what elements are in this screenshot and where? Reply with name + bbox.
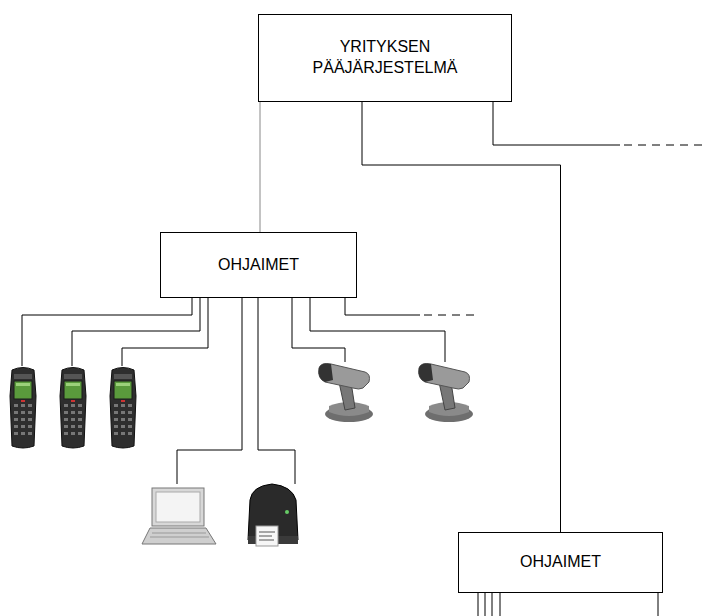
controller-box: OHJAIMET bbox=[160, 232, 357, 298]
handheld-terminal bbox=[10, 368, 36, 449]
connector-line bbox=[362, 102, 561, 532]
handheld-terminal bbox=[60, 368, 86, 449]
label-printer bbox=[248, 484, 298, 546]
main-system-box: YRITYKSEN PÄÄJÄRJESTELMÄ bbox=[258, 14, 512, 102]
barcode-scanner bbox=[419, 364, 473, 423]
device-wires bbox=[22, 298, 658, 616]
box-label: YRITYKSEN PÄÄJÄRJESTELMÄ bbox=[310, 37, 460, 79]
barcode-scanner bbox=[319, 364, 373, 423]
handheld-terminal bbox=[110, 368, 136, 449]
connector-line bbox=[260, 102, 261, 232]
controller-box: OHJAIMET bbox=[458, 532, 663, 593]
laptop bbox=[142, 488, 216, 544]
branch-wire bbox=[493, 102, 707, 145]
box-label: OHJAIMET bbox=[218, 255, 299, 276]
box-label: OHJAIMET bbox=[520, 552, 601, 573]
